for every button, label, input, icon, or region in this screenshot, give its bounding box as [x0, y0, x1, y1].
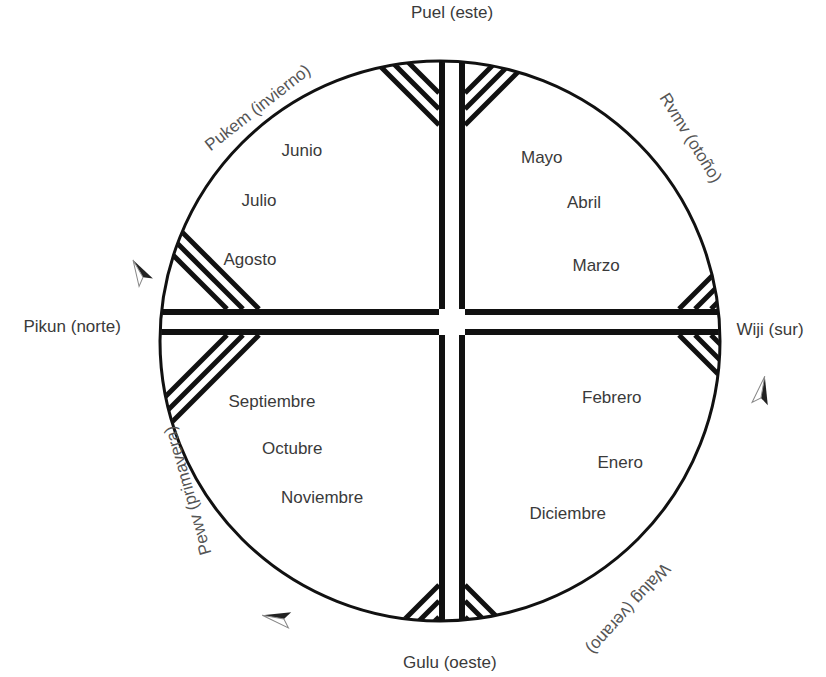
- season-label: Pewv (primavera): [161, 423, 216, 556]
- compass-arrow: [261, 607, 291, 628]
- month-label: Septiembre: [229, 393, 316, 412]
- month-label: Mayo: [521, 149, 563, 168]
- direction-label: Gulu (oeste): [403, 654, 497, 673]
- month-label: Junio: [282, 142, 323, 161]
- month-label: Diciembre: [530, 505, 607, 524]
- month-label: Marzo: [573, 257, 620, 276]
- month-label: Febrero: [582, 389, 642, 408]
- compass-arrow: [752, 375, 773, 405]
- direction-label: Pikun (norte): [24, 318, 121, 337]
- month-label: Julio: [242, 192, 277, 211]
- month-label: Octubre: [262, 440, 322, 459]
- season-label: Rvmv (otoño): [655, 90, 725, 186]
- month-label: Noviembre: [281, 489, 363, 508]
- compass-arrow: [126, 256, 153, 287]
- tree-cross: [137, 3, 801, 677]
- month-label: Agosto: [224, 251, 277, 270]
- month-label: Abril: [567, 194, 601, 213]
- direction-label: Puel (este): [411, 4, 493, 23]
- wheel-circle: [160, 61, 720, 621]
- month-label: Enero: [598, 454, 643, 473]
- direction-label: Wiji (sur): [737, 321, 804, 340]
